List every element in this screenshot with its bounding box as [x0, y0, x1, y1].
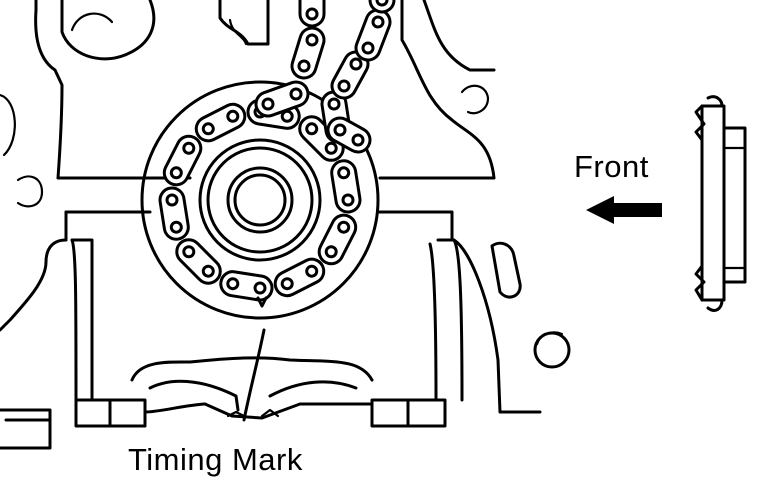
engine-block-outline — [0, 0, 571, 450]
timing-mark-leader-line — [242, 328, 266, 422]
chain-link — [254, 80, 310, 118]
front-arrow — [586, 196, 662, 224]
chain-link — [326, 116, 372, 154]
timing-chain-strands — [254, 0, 396, 154]
chain-link — [298, 0, 326, 28]
chain-link — [219, 270, 274, 302]
chain-link — [330, 159, 362, 214]
chain-link — [290, 26, 326, 80]
chain-link — [317, 213, 358, 266]
front-label: Front — [574, 149, 649, 184]
chain-link — [368, 0, 396, 14]
crankshaft-sprocket — [140, 80, 380, 320]
sprocket-side-view — [694, 95, 747, 312]
timing-mark-label: Timing Mark — [128, 442, 303, 477]
chain-link — [175, 238, 222, 285]
chain-link — [162, 134, 203, 187]
chain-link — [158, 186, 190, 241]
chain-link — [194, 102, 247, 143]
timing-mark-notch — [256, 296, 268, 308]
chain-link — [354, 8, 392, 62]
chain-link — [273, 257, 326, 298]
chain-link — [298, 115, 345, 162]
